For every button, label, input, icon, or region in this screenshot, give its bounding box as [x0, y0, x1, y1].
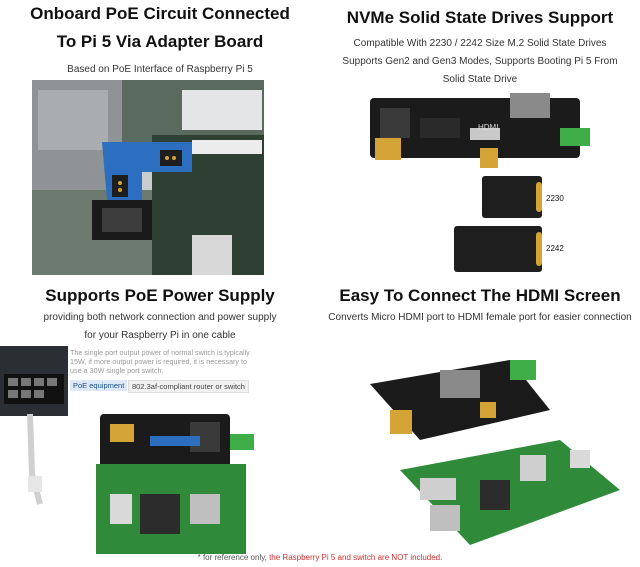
panel-subtitle: Based on PoE Interface of Raspberry Pi 5: [67, 64, 253, 75]
poe-setup-photo: [0, 346, 254, 554]
panel-poe-supply: Supports PoE Power Supply providing both…: [0, 276, 320, 567]
panel-line-2: Supports Gen2 and Gen3 Modes, Supports B…: [342, 56, 618, 67]
panel-title: NVMe Solid State Drives Support: [346, 8, 614, 27]
panel-line-2: for your Raspberry Pi in one cable: [84, 330, 236, 341]
ssd-2242-card: [454, 226, 542, 272]
reference-footnote: * for reference only, the Raspberry Pi 5…: [0, 553, 640, 562]
ssd-2230-card: [482, 176, 542, 218]
panel-title: Easy To Connect The HDMI Screen: [339, 286, 621, 305]
switch-power-note: The single port output power of normal s…: [70, 348, 250, 375]
hdmi-setup-photo: [370, 360, 620, 545]
panel-line-3: Solid State Drive: [442, 74, 518, 85]
panel-title: Supports PoE Power Supply: [45, 286, 275, 305]
ssd-2230-label: 2230: [546, 194, 564, 203]
footnote-highlight: the Raspberry Pi 5 and switch are NOT in…: [269, 553, 443, 562]
panel-onboard-poe: Onboard PoE Circuit Connected To Pi 5 Vi…: [0, 0, 320, 276]
panel-line-1: Compatible With 2230 / 2242 Size M.2 Sol…: [353, 38, 607, 49]
nvme-board-photo: HDMI: [370, 93, 590, 168]
tag-router-switch: 802.3af-compliant router or switch: [128, 380, 249, 393]
panel-line-1: providing both network connection and po…: [43, 312, 277, 323]
hdmi-silk-label: HDMI: [478, 123, 498, 132]
panel-nvme: NVMe Solid State Drives Support Compatib…: [320, 0, 640, 276]
poe-adapter-photo: [32, 80, 264, 275]
footnote-prefix: * for reference only,: [197, 553, 270, 562]
ssd-2242-label: 2242: [546, 244, 564, 253]
panel-title-line2: To Pi 5 Via Adapter Board: [56, 32, 264, 51]
panel-title-line1: Onboard PoE Circuit Connected: [30, 4, 290, 23]
tag-poe-equipment: PoE equipment: [70, 380, 128, 391]
panel-hdmi: Easy To Connect The HDMI Screen Converts…: [320, 276, 640, 567]
ssd-2242-connector: [536, 232, 542, 266]
ssd-2230-connector: [536, 182, 542, 212]
panel-line-1: Converts Micro HDMI port to HDMI female …: [328, 312, 632, 323]
